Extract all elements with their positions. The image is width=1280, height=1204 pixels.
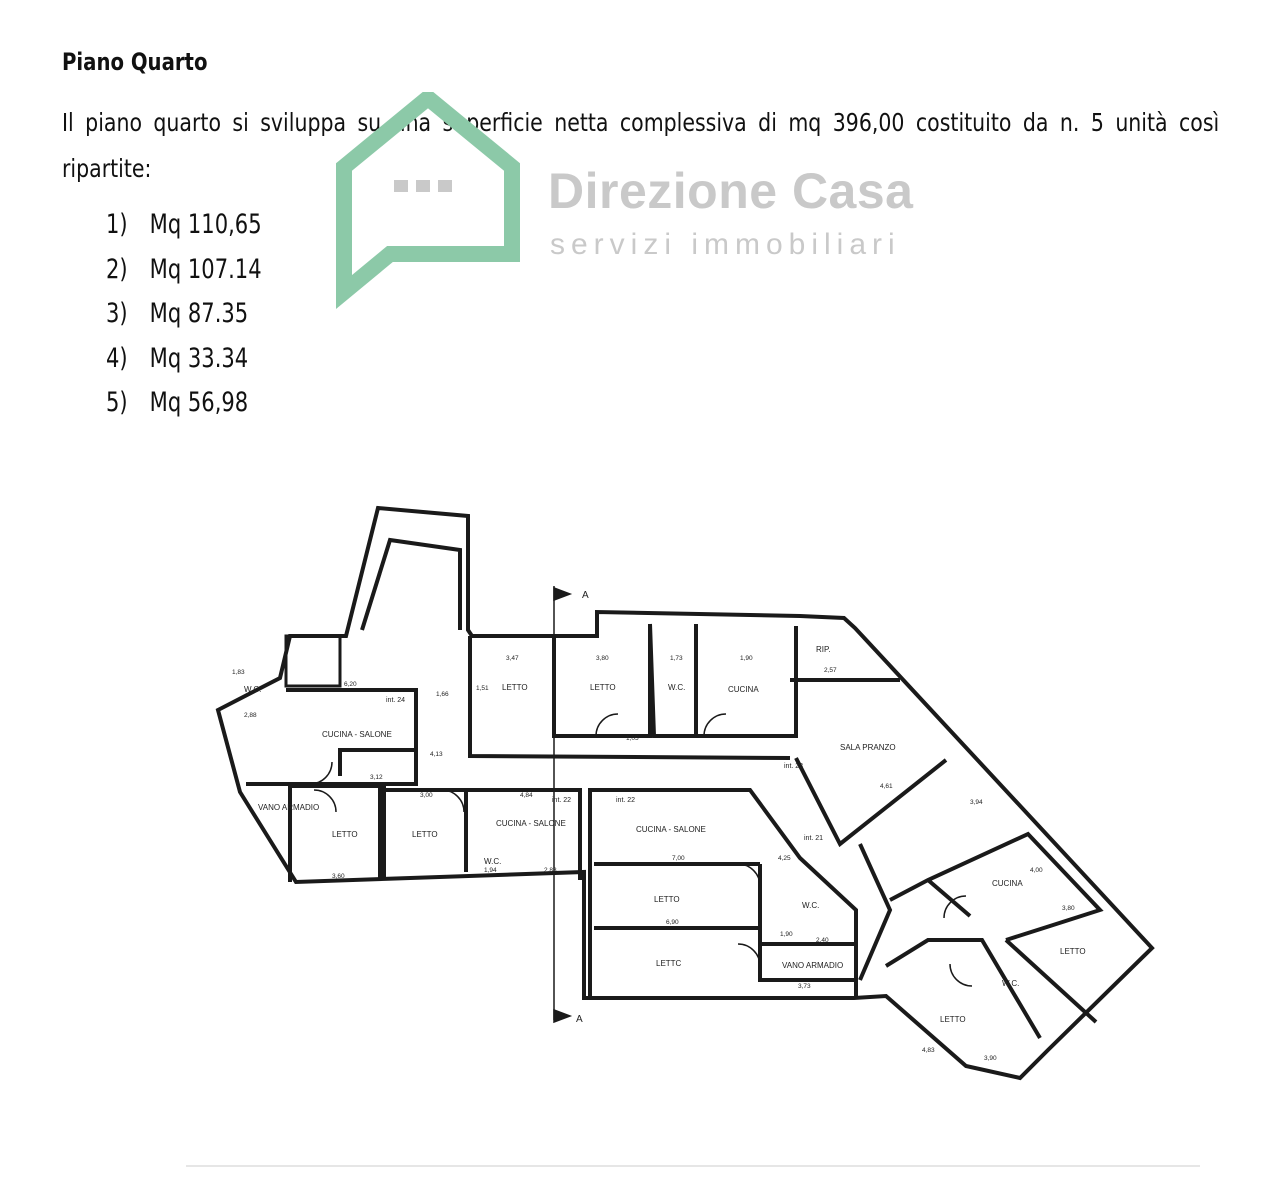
page-heading: Piano Quarto (62, 48, 208, 76)
room-letto-6: LETTC (656, 959, 682, 968)
room-letto-3: LETTO (502, 683, 528, 692)
unit-area: Mq 110,65 (149, 209, 262, 240)
list-item: 3) Mq 87.35 (106, 292, 262, 337)
dimension-label: 3,80 (1062, 905, 1075, 912)
unit-area: Mq 107.14 (149, 253, 262, 285)
room-letto-7: LETTO (1060, 947, 1086, 956)
dimension-label: 1,05 (626, 735, 639, 742)
room-letto-2: LETTO (412, 830, 438, 839)
dimension-label: 1,94 (484, 867, 497, 874)
room-cucina-salone-3: CUCINA - SALONE (636, 825, 706, 834)
room-vano-armadio-1: VANO ARMADIO (258, 803, 319, 812)
dimension-label: 4,83 (922, 1047, 935, 1054)
dimension-label: 4,25 (778, 855, 791, 862)
dimension-label: 4,13 (430, 751, 443, 758)
dimension-label: 2,57 (824, 667, 837, 674)
floor-plan: W.C. CUCINA - SALONE VANO ARMADIO LETTO … (60, 440, 1220, 1180)
room-wc-left: W.C. (244, 685, 261, 694)
room-wc-top: W.C. (668, 683, 685, 692)
dimension-label: 1,83 (232, 669, 245, 676)
dimension-label: 4,00 (1030, 867, 1043, 874)
list-number: 1) (106, 209, 128, 240)
list-item: 1) Mq 110,65 (106, 203, 262, 248)
room-letto-8: LETTO (940, 1015, 966, 1024)
list-item: 5) Mq 56,98 (106, 381, 262, 426)
paragraph-line-2: ripartite: (62, 154, 152, 183)
room-cucina-right: CUCINA (992, 879, 1023, 888)
dimension-label: 4,84 (520, 792, 533, 799)
dimension-label: 2,88 (244, 712, 257, 719)
dimension-label: 1,73 (670, 655, 683, 662)
dimension-label: 3,12 (370, 774, 383, 781)
dimension-label: 1,51 (476, 685, 489, 692)
dimension-label: 4,61 (880, 783, 893, 790)
dimension-label: 2,83 (544, 867, 557, 874)
room-sala-pranzo: SALA PRANZO (840, 743, 896, 752)
section-label-top: A (582, 590, 589, 601)
unit-label-int23: int. 23 (784, 763, 803, 770)
unit-area: Mq 56,98 (149, 387, 249, 418)
dimension-label: 3,60 (332, 873, 345, 880)
dimension-label: 1,90 (780, 931, 793, 938)
room-rip: RIP. (816, 645, 831, 654)
dimension-label: 3,00 (420, 792, 433, 799)
paragraph-line-1: Il piano quarto si sviluppa su una super… (62, 108, 1220, 137)
room-letto-5: LETTO (654, 895, 680, 904)
room-wc-far: W.C. (1002, 979, 1019, 988)
watermark-subtitle: servizi immobiliari (550, 228, 901, 261)
dimension-label: 1,66 (436, 691, 449, 698)
dimension-label: 3,47 (506, 655, 519, 662)
list-item: 2) Mq 107.14 (106, 248, 262, 293)
room-cucina-salone-1: CUCINA - SALONE (322, 730, 392, 739)
dimension-label: 7,00 (672, 855, 685, 862)
dimension-label: 3,90 (984, 1055, 997, 1062)
floor-plan-drawing: W.C. CUCINA - SALONE VANO ARMADIO LETTO … (186, 505, 1200, 1167)
room-cucina-top: CUCINA (728, 685, 759, 694)
dimension-label: 6,20 (344, 681, 357, 688)
description-paragraph: Il piano quarto si sviluppa su una super… (62, 100, 1243, 192)
dimension-label: 3,80 (596, 655, 609, 662)
room-letto-4: LETTO (590, 683, 616, 692)
room-wc-mid: W.C. (484, 857, 501, 866)
room-letto-1: LETTO (332, 830, 358, 839)
dimension-label: 3,94 (970, 799, 983, 806)
room-wc-right: W.C. (802, 901, 819, 910)
unit-label-int22a: int. 22 (552, 797, 571, 804)
list-number: 4) (106, 342, 128, 374)
dimension-label: 1,90 (740, 655, 753, 662)
list-number: 3) (106, 298, 128, 329)
unit-area: Mq 33.34 (149, 342, 249, 374)
room-cucina-salone-2: CUCINA - SALONE (496, 819, 566, 828)
section-label-bottom: A (576, 1014, 583, 1025)
unit-list: 1) Mq 110,65 2) Mq 107.14 3) Mq 87.35 4) Mq … (106, 203, 262, 426)
unit-label-int22b: int. 22 (616, 797, 635, 804)
dimension-label: 6,90 (666, 919, 679, 926)
unit-area: Mq 87.35 (149, 298, 249, 329)
unit-label-int24: int. 24 (386, 697, 405, 704)
room-vano-armadio-2: VANO ARMADIO (782, 961, 843, 970)
list-number: 2) (106, 253, 128, 285)
dimension-label: 3,73 (798, 983, 811, 990)
list-item: 4) Mq 33.34 (106, 337, 262, 382)
dimension-label: 2,40 (816, 937, 829, 944)
unit-label-int21: int. 21 (804, 835, 823, 842)
list-number: 5) (106, 387, 128, 418)
